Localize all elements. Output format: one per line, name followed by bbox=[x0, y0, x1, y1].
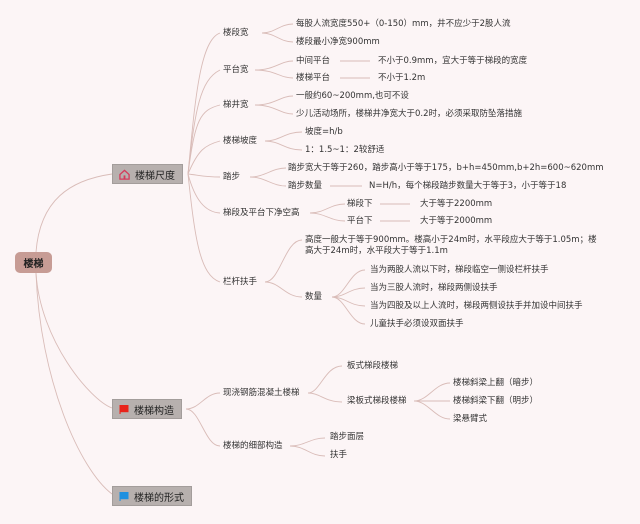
branch-label: 楼梯构造 bbox=[134, 405, 174, 417]
node-beam-slab[interactable]: 梁板式梯段楼梯 bbox=[347, 396, 407, 406]
branch-label: 楼梯的形式 bbox=[134, 492, 184, 504]
leaf[interactable]: 当为两股人流以下时，梯段临空一侧设栏杆扶手 bbox=[370, 265, 549, 275]
red-flag-icon bbox=[119, 404, 129, 414]
leaf[interactable]: 坡度=h/b bbox=[305, 127, 343, 137]
branch-stair-dimensions[interactable]: 楼梯尺度 bbox=[112, 164, 183, 184]
node-well-width[interactable]: 梯井宽 bbox=[223, 100, 249, 110]
leaf[interactable]: 儿童扶手必须设双面扶手 bbox=[370, 319, 464, 329]
leaf[interactable]: 踏步面层 bbox=[330, 432, 365, 442]
node-stair-slope[interactable]: 楼梯坡度 bbox=[223, 136, 258, 146]
leaf[interactable]: 高度一般大于等于900mm。楼高小于24m时，水平段应大于等于1.05m；楼高大… bbox=[305, 235, 597, 256]
node-cast-in-place[interactable]: 现浇钢筋混凝土楼梯 bbox=[223, 388, 300, 398]
leaf[interactable]: 楼梯斜梁下翻（明步） bbox=[453, 396, 539, 406]
node-detail-construction[interactable]: 楼梯的细部构造 bbox=[223, 441, 283, 451]
leaf[interactable]: 楼段最小净宽900mm bbox=[296, 37, 380, 47]
leaf-value[interactable]: 大于等于2000mm bbox=[420, 216, 493, 226]
node-quantity[interactable]: 数量 bbox=[305, 292, 323, 302]
node-headroom[interactable]: 梯段及平台下净空高 bbox=[223, 208, 300, 218]
leaf-label[interactable]: 中间平台 bbox=[296, 56, 331, 66]
root-label: 楼梯 bbox=[23, 259, 44, 270]
leaf[interactable]: 每股人流宽度550+（0-150）mm，井不应少于2股人流 bbox=[296, 19, 511, 29]
branch-stair-construction[interactable]: 楼梯构造 bbox=[112, 399, 182, 419]
node-tread[interactable]: 踏步 bbox=[223, 172, 241, 182]
leaf[interactable]: 扶手 bbox=[330, 450, 348, 460]
leaf-value[interactable]: 不小于0.9mm，宜大于等于梯段的宽度 bbox=[378, 56, 528, 66]
root-node[interactable]: 楼梯 bbox=[15, 252, 52, 273]
leaf[interactable]: 少儿活动场所，楼梯井净宽大于0.2时，必须采取防坠落措施 bbox=[296, 109, 523, 119]
branch-stair-forms[interactable]: 楼梯的形式 bbox=[112, 486, 192, 506]
leaf[interactable]: 梁悬臂式 bbox=[453, 414, 488, 424]
leaf-label[interactable]: 梯段下 bbox=[347, 199, 373, 209]
leaf[interactable]: 一般约60~200mm,也可不设 bbox=[296, 91, 409, 101]
leaf-label[interactable]: 踏步数量 bbox=[288, 181, 323, 191]
branch-label: 楼梯尺度 bbox=[135, 170, 175, 182]
home-icon bbox=[119, 169, 130, 180]
leaf[interactable]: 当为三股人流时，梯段两侧设扶手 bbox=[370, 283, 498, 293]
leaf[interactable]: 板式梯段楼梯 bbox=[347, 361, 399, 371]
leaf-label[interactable]: 楼梯平台 bbox=[296, 73, 331, 83]
leaf[interactable]: 1：1.5~1：2较舒适 bbox=[305, 145, 385, 155]
leaf[interactable]: 踏步宽大于等于260，踏步高小于等于175，b+h=450mm,b+2h=600… bbox=[288, 163, 604, 173]
node-landing-width[interactable]: 平台宽 bbox=[223, 65, 249, 75]
leaf-value[interactable]: 不小于1.2m bbox=[378, 73, 426, 83]
blue-flag-icon bbox=[119, 491, 129, 501]
leaf-value[interactable]: N=H/h，每个梯段踏步数量大于等于3，小于等于18 bbox=[369, 181, 567, 191]
leaf-label[interactable]: 平台下 bbox=[347, 216, 373, 226]
leaf-value[interactable]: 大于等于2200mm bbox=[420, 199, 493, 209]
leaf[interactable]: 当为四股及以上人流时，梯段两侧设扶手并加设中间扶手 bbox=[370, 301, 583, 311]
node-flight-width[interactable]: 楼段宽 bbox=[223, 28, 249, 38]
node-railing[interactable]: 栏杆扶手 bbox=[223, 277, 258, 287]
leaf[interactable]: 楼梯斜梁上翻（暗步） bbox=[453, 378, 539, 388]
